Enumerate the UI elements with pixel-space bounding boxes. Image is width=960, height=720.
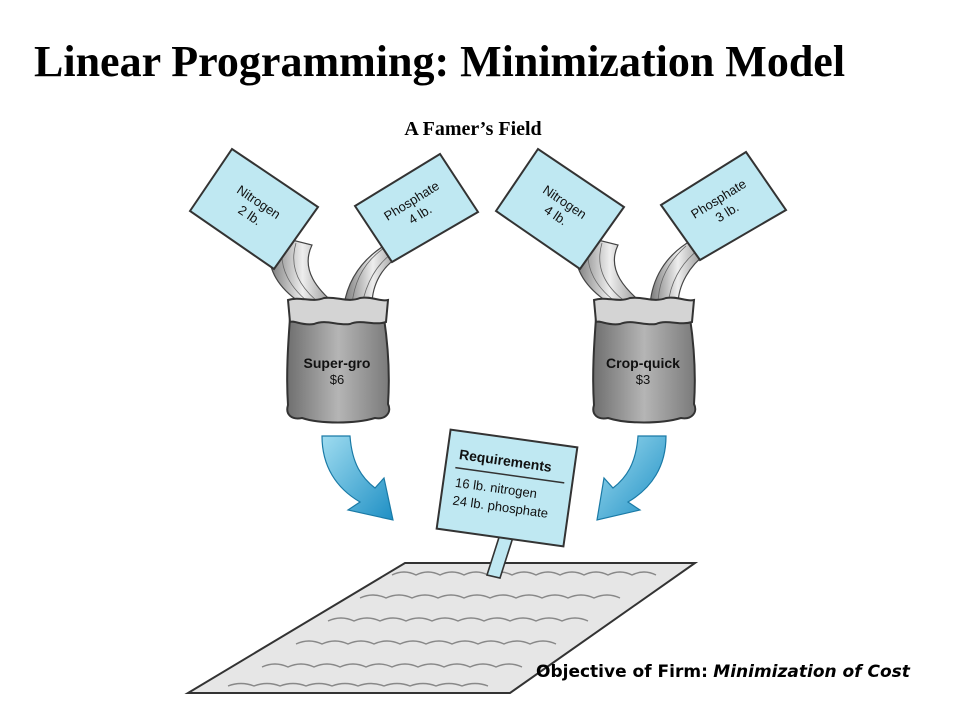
objective-label: Objective of Firm:: [536, 662, 708, 682]
product-price-cropquick: $3: [636, 372, 650, 387]
product-name-cropquick: Crop-quick: [606, 355, 680, 371]
arrow-supergro-to-field: [321, 435, 394, 521]
nutrient-box-supergro-nitrogen: Nitrogen 2 lb.: [188, 147, 320, 271]
nutrient-box-cropquick-phosphate: Phosphate 3 lb.: [659, 150, 788, 262]
product-name-supergro: Super-gro: [304, 355, 371, 371]
objective-value: Minimization of Cost: [713, 662, 910, 682]
farm-field: [184, 562, 699, 694]
bag-cropquick: Crop-quick $3: [592, 296, 697, 424]
requirements-sign: Requirements 16 lb. nitrogen 24 lb. phos…: [435, 428, 579, 579]
nutrient-box-supergro-phosphate: Phosphate 4 lb.: [353, 152, 480, 264]
nutrient-box-cropquick-nitrogen: Nitrogen 4 lb.: [494, 147, 626, 271]
bag-supergro: Super-gro $6: [286, 296, 391, 424]
product-price-supergro: $6: [330, 372, 344, 387]
objective-statement: Objective of Firm: Minimization of Cost: [536, 662, 910, 682]
arrow-cropquick-to-field: [596, 435, 667, 521]
page-title: Linear Programming: Minimization Model: [34, 37, 846, 86]
diagram-subtitle: A Famer’s Field: [404, 118, 542, 140]
